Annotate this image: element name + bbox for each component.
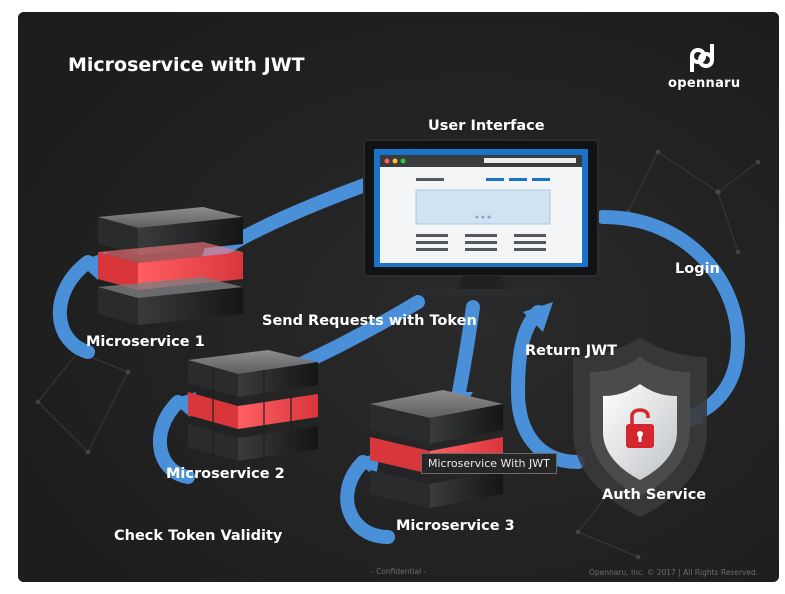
label-auth-service: Auth Service xyxy=(602,487,707,503)
arrow-login-loop xyxy=(596,210,746,424)
label-check-token: Check Token Validity xyxy=(114,528,283,544)
label-microservice-2: Microservice 2 xyxy=(166,466,285,482)
arrow-ms3-loop xyxy=(340,455,395,544)
microservice-1-blocks xyxy=(98,207,243,325)
arrow-ms2-loop xyxy=(153,395,195,484)
diagram-slide: Microservice with JWT opennaru User Inte… xyxy=(18,12,779,582)
label-login: Login xyxy=(675,261,720,277)
flow-arrows xyxy=(52,175,746,544)
label-microservice-3: Microservice 3 xyxy=(396,518,515,534)
arrow-ms1-loop xyxy=(52,255,95,359)
footer-confidential: - Confidential - xyxy=(371,567,427,576)
brand-name: opennaru xyxy=(668,76,741,91)
page-title: Microservice with JWT xyxy=(68,54,305,76)
label-microservice-1: Microservice 1 xyxy=(86,334,205,350)
label-send-requests: Send Requests with Token xyxy=(262,313,477,329)
monitor xyxy=(363,139,599,296)
diagram-canvas xyxy=(18,12,779,582)
auth-shield xyxy=(573,337,707,517)
arrow-ui-to-ms3 xyxy=(451,300,480,404)
opennaru-logo-icon xyxy=(690,44,714,72)
label-user-interface: User Interface xyxy=(428,118,545,134)
label-return-jwt: Return JWT xyxy=(525,343,618,359)
microservice-2-blocks xyxy=(188,350,318,461)
lock-icon xyxy=(630,408,650,424)
footer-copyright: Opennaru, Inc. © 2017 | All Rights Reser… xyxy=(589,568,759,577)
tooltip: Microservice With JWT xyxy=(421,453,557,474)
